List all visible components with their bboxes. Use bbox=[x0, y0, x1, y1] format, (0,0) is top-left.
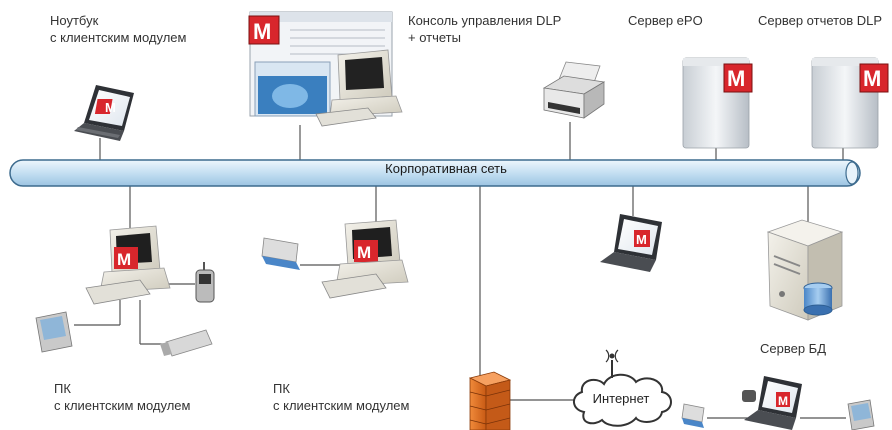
svg-text:M: M bbox=[357, 243, 371, 262]
db-server-label: Сервер БД bbox=[760, 341, 827, 356]
laptop-icon: M bbox=[742, 376, 802, 430]
label-line: с клиентским модулем bbox=[50, 30, 187, 45]
pda-icon bbox=[847, 399, 875, 430]
label-line: Консоль управления DLP bbox=[408, 13, 562, 28]
dlp-console-icon: M bbox=[248, 11, 403, 127]
pc-label: ПК с клиентским модулем bbox=[273, 380, 409, 414]
pc-label: ПК с клиентским модулем bbox=[54, 380, 190, 414]
internet-cloud-icon bbox=[573, 349, 672, 427]
firewall-icon bbox=[468, 371, 512, 430]
label-line: + отчеты bbox=[408, 30, 461, 45]
db-server-icon bbox=[766, 219, 844, 321]
printer-icon bbox=[542, 61, 606, 119]
printer-icon bbox=[681, 403, 705, 428]
report-server-label: Сервер отчетов DLP bbox=[758, 13, 882, 28]
console-label: Консоль управления DLP + отчеты bbox=[408, 12, 561, 46]
svg-text:M: M bbox=[117, 250, 131, 269]
label-line: с клиентским модулем bbox=[273, 398, 410, 413]
label-line: ПК bbox=[273, 381, 290, 396]
internet-label: Интернет bbox=[592, 391, 650, 406]
epo-server-icon: M bbox=[682, 57, 753, 149]
pc-icon: M bbox=[261, 219, 409, 299]
laptop-label: Ноутбук с клиентским модулем bbox=[50, 12, 186, 46]
label-line: ПК bbox=[54, 381, 71, 396]
label-line: Ноутбук bbox=[50, 13, 99, 28]
corporate-network-bus bbox=[9, 159, 861, 187]
laptop-icon: M bbox=[74, 85, 134, 141]
corporate-network-label: Корпоративная сеть bbox=[385, 161, 507, 176]
svg-text:M: M bbox=[778, 394, 788, 408]
laptop-icon: M bbox=[600, 214, 662, 272]
label-line: с клиентским модулем bbox=[54, 398, 191, 413]
report-server-icon: M bbox=[811, 57, 889, 149]
svg-text:M: M bbox=[105, 100, 116, 115]
svg-text:M: M bbox=[253, 19, 271, 44]
svg-text:M: M bbox=[863, 66, 881, 91]
pc-icon: M bbox=[35, 225, 215, 357]
svg-text:M: M bbox=[727, 66, 745, 91]
svg-text:M: M bbox=[636, 232, 647, 247]
epo-server-label: Сервер ePO bbox=[628, 13, 703, 28]
